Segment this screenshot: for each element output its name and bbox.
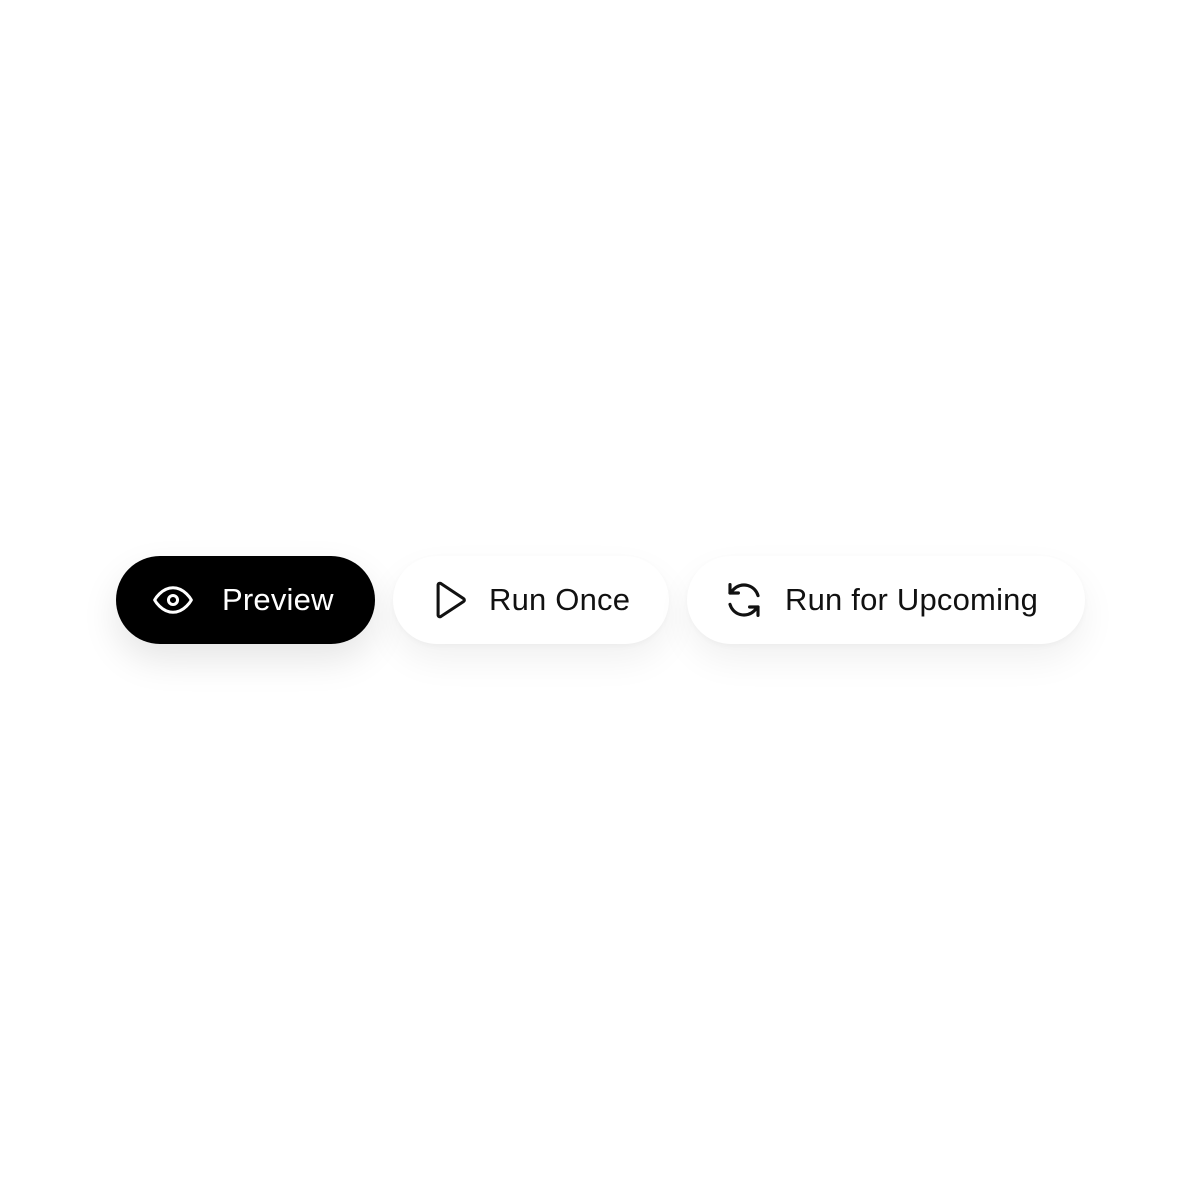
eye-icon [152, 579, 194, 621]
preview-button[interactable]: Preview [116, 556, 375, 644]
run-for-upcoming-button-label: Run for Upcoming [785, 582, 1039, 617]
refresh-icon [723, 579, 765, 621]
action-toolbar: Preview Run Once Run for Upcoming [116, 556, 1085, 644]
play-icon [433, 579, 467, 621]
run-for-upcoming-button[interactable]: Run for Upcoming [687, 556, 1085, 644]
preview-button-label: Preview [222, 582, 334, 617]
run-once-button[interactable]: Run Once [393, 556, 669, 644]
run-once-button-label: Run Once [489, 582, 631, 617]
